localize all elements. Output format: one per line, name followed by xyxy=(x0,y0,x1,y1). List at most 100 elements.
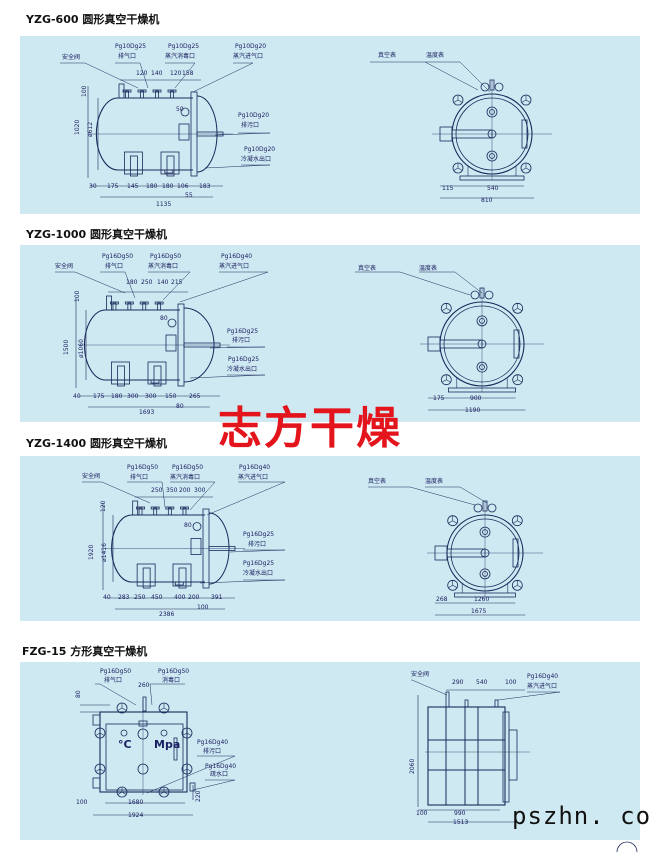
dim: 2386 xyxy=(159,611,175,618)
door-latch xyxy=(138,720,148,727)
nozzle xyxy=(182,507,187,516)
dim: 990 xyxy=(454,810,466,817)
sight-glass-icon xyxy=(137,728,149,740)
dim: 80 xyxy=(176,403,184,410)
dim: 1693 xyxy=(139,409,155,416)
sight-glass-inner xyxy=(489,109,495,115)
dim: 900 xyxy=(470,395,482,402)
handwheel-spoke xyxy=(121,791,127,795)
dim: 30 xyxy=(89,183,97,190)
dim: 265 xyxy=(189,393,201,400)
leader-line xyxy=(179,271,269,303)
support-leg xyxy=(111,361,130,385)
handwheel-spoke xyxy=(453,167,459,171)
support-leg xyxy=(136,563,156,587)
base-frame xyxy=(459,175,525,181)
sight-glass-icon xyxy=(476,315,488,327)
dim: 250 xyxy=(151,487,163,494)
section-title: YZG-600 圆形真空干燥机 xyxy=(26,13,160,26)
dim: 1260 xyxy=(474,596,490,603)
handwheel-spoke xyxy=(117,791,123,795)
sight-glass-inner xyxy=(479,317,485,324)
door-hinge xyxy=(178,123,190,141)
label-thermometer: 温度表 xyxy=(426,52,445,59)
support-foot xyxy=(178,567,187,589)
sight-glass-icon xyxy=(137,763,149,775)
dim: 115 xyxy=(442,185,454,192)
door-flange xyxy=(502,711,510,803)
handwheel-spoke xyxy=(182,732,188,736)
dim: 540 xyxy=(476,679,488,686)
dim: 250 xyxy=(141,279,153,286)
dim: 100 xyxy=(505,679,517,686)
support-foot xyxy=(166,155,175,177)
support-leg xyxy=(124,151,143,175)
label-steam-disinfect: 蒸汽消毒口 xyxy=(165,53,196,60)
dim: ø1416 xyxy=(101,543,108,562)
leader-line xyxy=(355,271,471,296)
dim: 1513 xyxy=(453,819,469,826)
leader-line xyxy=(411,679,448,696)
dim: 175 xyxy=(93,393,105,400)
thermometer-icon xyxy=(484,290,494,300)
sight-glass-icon xyxy=(479,568,491,580)
dim: 175 xyxy=(107,183,119,190)
label-condensate-spec: Pg16Dg25 xyxy=(243,560,275,567)
label-exhaust-spec: Pg16Dg50 xyxy=(127,464,159,471)
label-condensate: 冷凝水出口 xyxy=(241,156,272,163)
nozzle xyxy=(464,699,469,708)
thermometer-stem xyxy=(479,287,485,299)
support-foot xyxy=(129,155,138,177)
dim: 200 xyxy=(179,487,191,494)
dim: 55 xyxy=(185,192,193,199)
safety-valve xyxy=(118,83,125,99)
handwheel-spoke xyxy=(95,768,101,772)
thermometer-icon xyxy=(120,729,128,737)
support-leg xyxy=(160,151,180,175)
support-leg xyxy=(147,361,167,385)
bottom-outlet xyxy=(150,379,160,384)
label-drain: 排污口 xyxy=(232,337,251,344)
leader-line xyxy=(115,62,149,89)
leader-line xyxy=(214,132,271,136)
nozzle-flange xyxy=(122,89,132,93)
handwheel-spoke xyxy=(186,732,192,736)
label-exhaust-spec: Pg16Dg50 xyxy=(102,253,134,260)
label-thermometer: 温度表 xyxy=(425,478,444,485)
label-drain-spec: Pg10Dg20 xyxy=(238,112,270,119)
dim: 268 xyxy=(436,596,448,603)
handwheel-spoke xyxy=(99,768,105,772)
dim: 80 xyxy=(160,315,168,322)
dim: 810 xyxy=(481,197,493,204)
sight-glass-icon xyxy=(180,107,190,117)
dim: 290 xyxy=(452,679,464,686)
support-foot xyxy=(117,365,125,387)
dim: 300 xyxy=(194,487,206,494)
nozzle-flange xyxy=(165,506,175,510)
dim: 250 xyxy=(134,594,146,601)
website-watermark: pszhn. com xyxy=(512,802,650,830)
base-frame xyxy=(454,592,516,598)
chamber-side xyxy=(427,706,506,806)
label-condensate-spec: Pg10Dg20 xyxy=(244,146,276,153)
leader-line xyxy=(368,486,476,506)
label-steam-disinfect: 蒸汽消毒口 xyxy=(148,263,179,270)
base-frame xyxy=(447,387,516,393)
nozzle xyxy=(153,507,158,516)
label-steam-inlet: 蒸汽进气口 xyxy=(219,263,250,270)
section-title: FZG-15 方形真空干燥机 xyxy=(22,645,148,658)
leader-line xyxy=(370,61,479,91)
handwheel-spoke xyxy=(117,707,123,711)
label-steam-inlet: 蒸汽进气口 xyxy=(238,474,269,481)
leader-line xyxy=(425,61,491,93)
door-handle xyxy=(513,329,520,359)
dim: 175 xyxy=(433,395,445,402)
nozzle-flange xyxy=(152,89,162,93)
nozzle xyxy=(494,699,499,708)
label-safety-valve: 安全阀 xyxy=(411,671,430,678)
dim: 120 xyxy=(136,70,148,77)
nozzle xyxy=(142,302,147,311)
label-drain: 排污口 xyxy=(203,748,222,755)
leader-line xyxy=(192,62,254,93)
watermark-logo: 志方干燥 xyxy=(218,403,402,454)
